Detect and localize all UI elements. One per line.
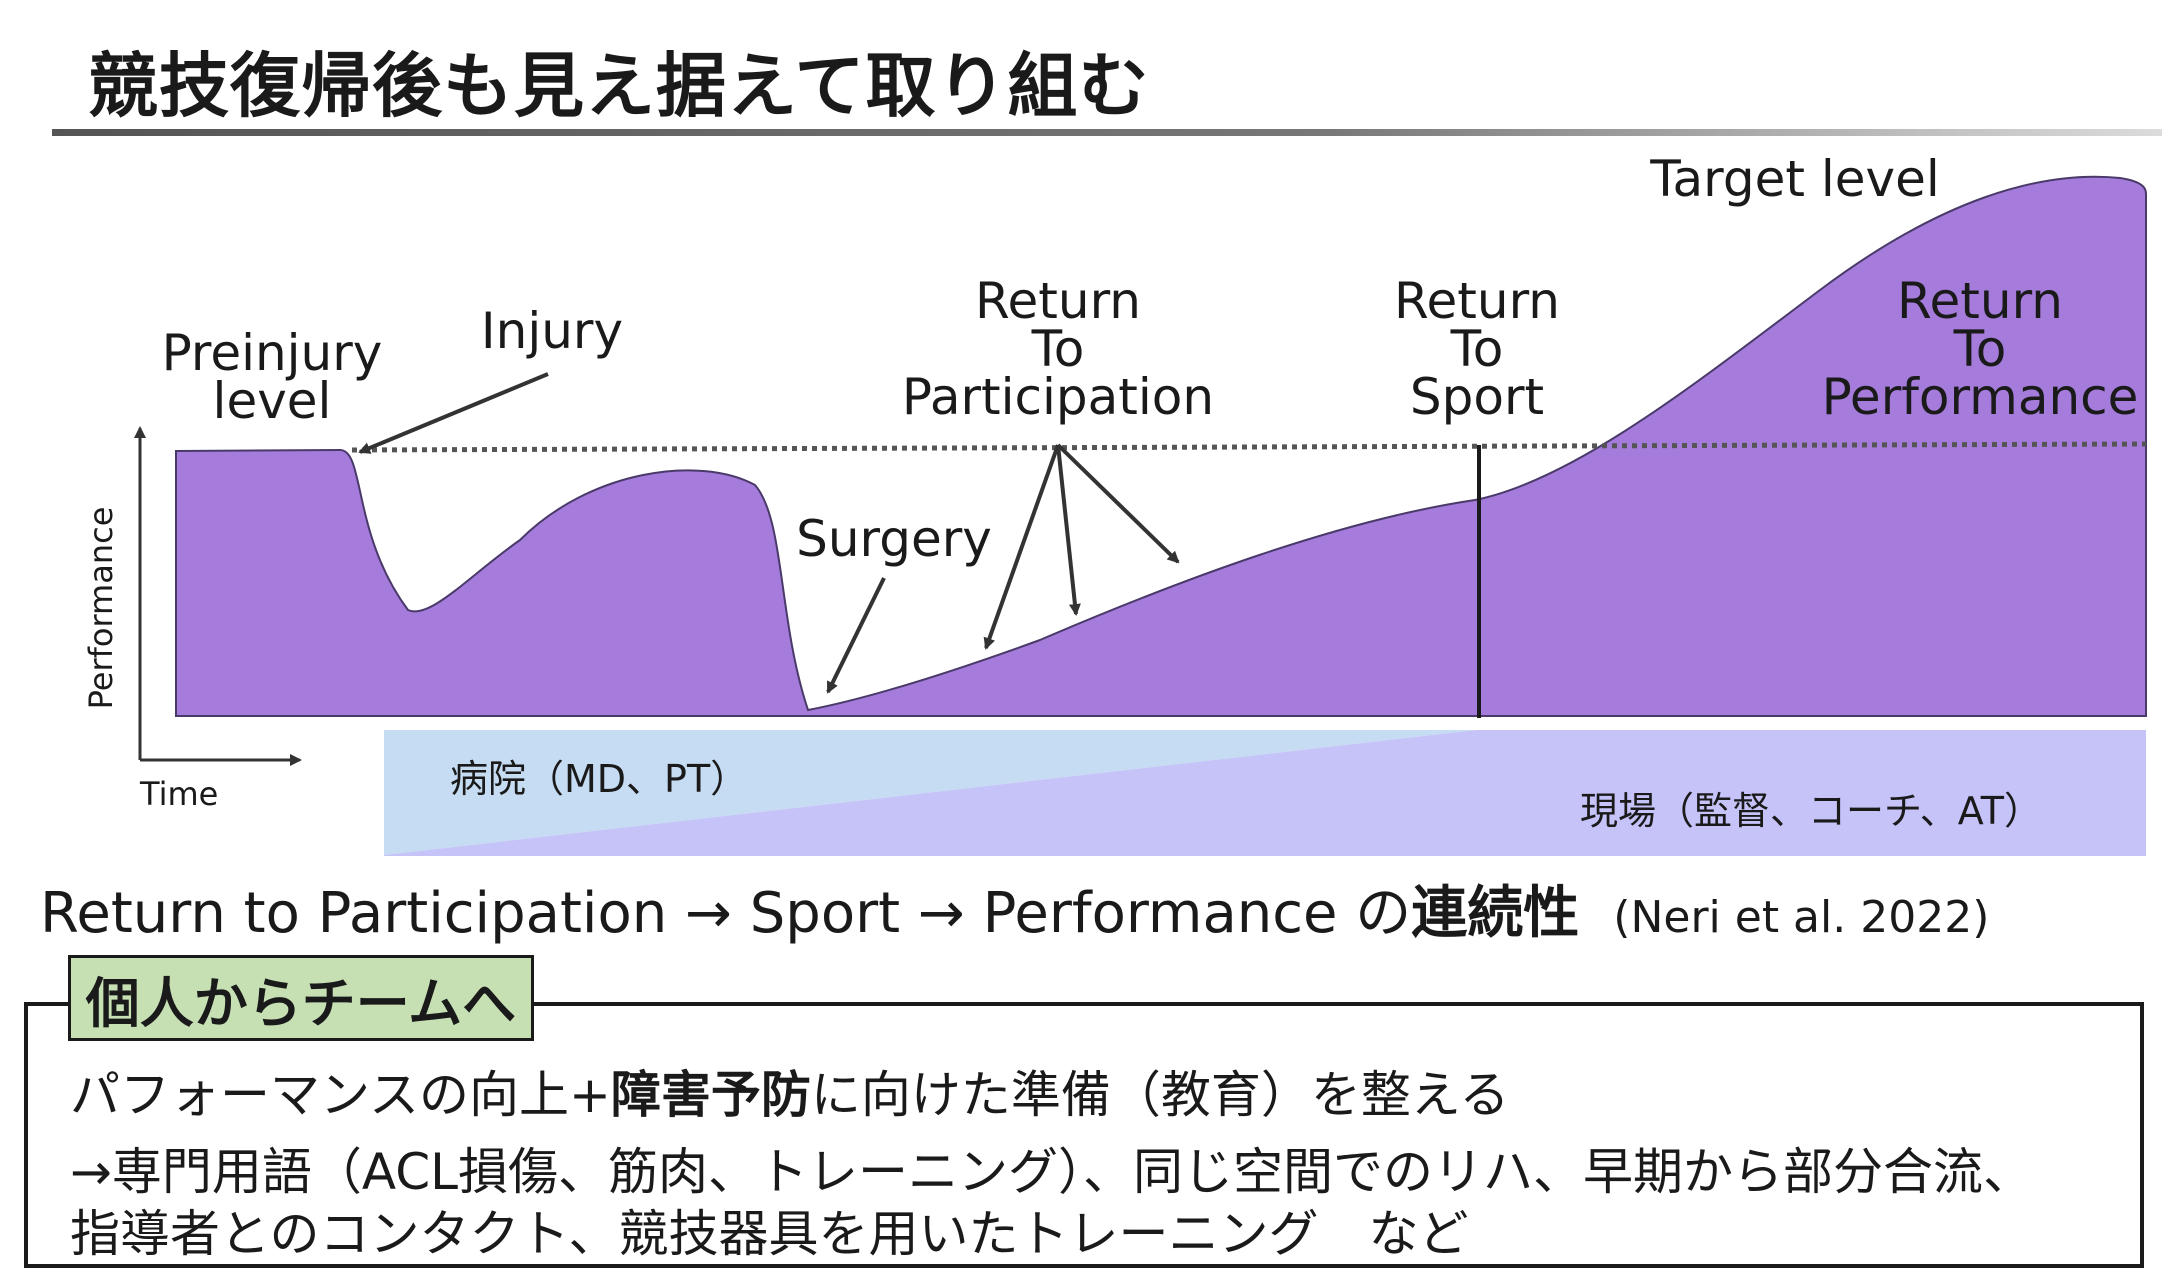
rtp-arrow-1 (983, 444, 1060, 650)
page-title: 競技復帰後も見え据えて取り組む (88, 45, 1150, 127)
line1-pre: パフォーマンスの向上+ (70, 1066, 611, 1124)
line1-bold: 障害予防 (610, 1066, 811, 1124)
rtperf-label: Return (1897, 272, 2063, 330)
continuity-statement: Return to Participation → Sport → Perfor… (40, 868, 1989, 949)
field-band (384, 730, 2146, 856)
rtp-arrow-3 (1056, 443, 1180, 564)
y-axis-label: Performance (82, 507, 120, 710)
preinjury-label: level (213, 372, 332, 430)
rtp-label: Return (975, 272, 1141, 330)
rts-label: To (1450, 320, 1504, 378)
injury-label: Injury (481, 302, 623, 360)
rtp-arrow-2 (1056, 444, 1081, 616)
target-level-label: Target level (1649, 150, 1939, 208)
surgery-arrow (826, 577, 886, 694)
summary-line-2: →専門用語（ACL損傷、筋肉、トレーニング）、同じ空間でのリハ、早期から部分合流… (70, 1143, 2033, 1201)
field-band-label: 現場（監督、コーチ、AT） (1580, 789, 2042, 833)
surgery-label: Surgery (796, 510, 992, 568)
recovery-diagram: Performance Time Preinjury level Injury … (82, 150, 2147, 856)
flow-text: Return to Participation → Sport → Perfor… (40, 881, 1412, 946)
x-axis-label: Time (139, 775, 218, 813)
performance-curve (175, 175, 2147, 717)
rtperf-label: Performance (1822, 368, 2139, 426)
rts-label: Return (1394, 272, 1560, 330)
summary-line-1: パフォーマンスの向上+障害予防に向けた準備（教育）を整える (70, 1055, 1509, 1127)
rtp-label: Participation (902, 368, 1214, 426)
flow-bold: 連続性 (1411, 881, 1580, 946)
hospital-band-label: 病院（MD、PT） (450, 757, 748, 801)
rtp-label: To (1031, 320, 1085, 378)
line1-post: に向けた準備（教育）を整える (810, 1066, 1510, 1124)
injury-arrow (358, 372, 549, 454)
summary-box-tag: 個人からチームへ (68, 955, 534, 1041)
title-divider (52, 129, 2162, 136)
summary-line-3: 指導者とのコンタクト、競技器具を用いたトレーニング など (70, 1205, 1469, 1263)
citation: (Neri et al. 2022) (1613, 892, 1990, 943)
preinjury-label: Preinjury (162, 324, 383, 382)
rts-label: Sport (1410, 368, 1544, 426)
rtperf-label: To (1953, 320, 2007, 378)
summary-box (24, 1002, 2144, 1268)
